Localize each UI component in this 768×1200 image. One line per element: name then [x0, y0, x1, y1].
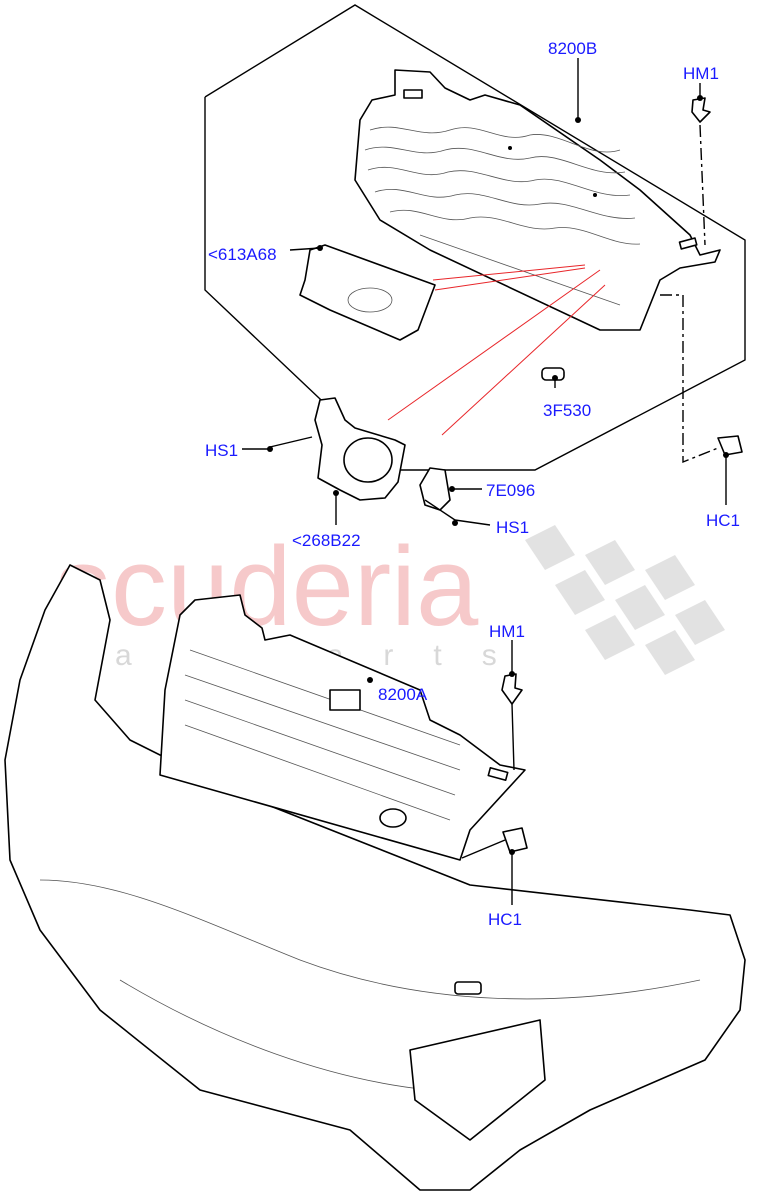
label-HM1-top[interactable]: HM1: [683, 64, 719, 83]
clip-HC1-top: [717, 435, 743, 456]
clip-HC1-bottom: [502, 827, 528, 853]
front-bumper: [4, 564, 746, 1191]
label-HM1-bottom[interactable]: HM1: [489, 622, 525, 641]
fog-lamp-268B22: [314, 397, 406, 501]
label-HS1-right[interactable]: HS1: [496, 518, 529, 537]
label-8200A[interactable]: 8200A: [378, 685, 428, 704]
fastener-HM1-bottom: [501, 673, 523, 705]
label-3F530[interactable]: 3F530: [543, 401, 591, 420]
label-8200B[interactable]: 8200B: [548, 39, 597, 58]
callout-labels: 8200B HM1 <613A68 3F530 HS1 7E096 HS1 HC…: [205, 39, 740, 929]
assembly-frame: [204, 4, 746, 471]
label-HC1-top[interactable]: HC1: [706, 511, 740, 530]
grille-8200A: [159, 594, 526, 861]
grille-insert-613A68: [299, 244, 436, 341]
callout-leaders: [242, 58, 727, 905]
watermark-brand: scuderia: [55, 524, 479, 649]
label-HC1-bottom[interactable]: HC1: [488, 910, 522, 929]
bracket-7E096: [419, 467, 451, 511]
label-HS1-left[interactable]: HS1: [205, 441, 238, 460]
label-268B22[interactable]: <268B22: [292, 531, 361, 550]
grille-8200B: [354, 69, 721, 331]
leader-lines-red: [387, 264, 606, 436]
watermark: scuderia car parts: [55, 524, 725, 675]
checkered-flag-logo: [525, 525, 725, 675]
fastener-HM1-top: [691, 97, 711, 123]
label-613A68[interactable]: <613A68: [208, 245, 277, 264]
label-7E096[interactable]: 7E096: [486, 481, 535, 500]
